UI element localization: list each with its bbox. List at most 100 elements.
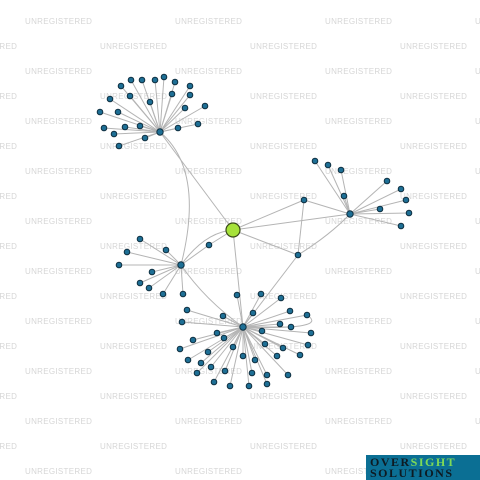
watermark-text: UNREGISTERED	[400, 292, 467, 301]
graph-node	[251, 356, 259, 364]
graph-node	[324, 161, 332, 169]
watermark-text: UNREGISTERED	[325, 417, 392, 426]
graph-node	[226, 382, 234, 390]
watermark-text: UNREGISTERED	[100, 92, 167, 101]
graph-edge	[159, 94, 191, 133]
graph-node	[110, 130, 118, 138]
graph-node	[405, 209, 413, 217]
watermark-text: UNREGISTERED	[400, 192, 467, 201]
graph-node	[126, 92, 134, 100]
graph-node	[123, 248, 131, 256]
graph-edge	[117, 111, 161, 133]
graph-node	[276, 320, 284, 328]
graph-node	[181, 104, 189, 112]
watermark-text: UNREGISTERED	[250, 192, 317, 201]
watermark-text: UNREGISTERED	[175, 167, 242, 176]
center-node	[225, 222, 241, 238]
watermark-text: UNREGISTERED	[0, 292, 17, 301]
graph-node	[220, 334, 228, 342]
watermark-text: UNREGISTERED	[250, 42, 317, 51]
graph-node	[183, 306, 191, 314]
graph-node	[239, 323, 247, 331]
watermark-text: UNREGISTERED	[400, 142, 467, 151]
graph-edge	[232, 229, 244, 328]
graph-edge	[148, 264, 182, 289]
watermark-text: UNREGISTERED	[25, 317, 92, 326]
watermark-text: UNREGISTERED	[325, 17, 392, 26]
graph-node	[193, 369, 201, 377]
watermark-text: UNREGISTERED	[0, 92, 17, 101]
graph-node	[287, 323, 295, 331]
watermark-text: UNREGISTERED	[475, 167, 480, 176]
graph-node	[171, 78, 179, 86]
graph-edge	[232, 229, 299, 256]
graph-edge	[159, 105, 206, 133]
graph-node	[249, 309, 257, 317]
graph-node	[100, 124, 108, 132]
graph-edge	[159, 93, 173, 133]
watermark-text: UNREGISTERED	[175, 267, 242, 276]
watermark-text: UNREGISTERED	[175, 467, 242, 476]
watermark-text: UNREGISTERED	[475, 17, 480, 26]
graph-edge	[149, 101, 161, 133]
graph-edge	[242, 254, 299, 328]
logo-over-text: OVER	[370, 455, 411, 469]
graph-edge	[130, 79, 161, 133]
graph-node	[258, 327, 266, 335]
graph-node	[184, 356, 192, 364]
watermark-text: UNREGISTERED	[250, 392, 317, 401]
graph-edge	[327, 164, 351, 215]
graph-edge	[242, 314, 308, 328]
graph-edge	[297, 213, 351, 256]
watermark-text: UNREGISTERED	[475, 267, 480, 276]
graph-node	[176, 345, 184, 353]
graph-node	[300, 196, 308, 204]
watermark-text: UNREGISTERED	[325, 467, 392, 476]
graph-edge	[180, 264, 184, 295]
watermark-text: UNREGISTERED	[400, 392, 467, 401]
graph-edge	[151, 264, 182, 273]
graph-edge	[229, 326, 244, 387]
watermark-text: UNREGISTERED	[325, 217, 392, 226]
watermark-text: UNREGISTERED	[100, 342, 167, 351]
graph-node	[397, 185, 405, 193]
graph-node	[136, 235, 144, 243]
graph-node	[277, 294, 285, 302]
graph-edge	[196, 326, 244, 374]
graph-node	[148, 268, 156, 276]
watermark-text: UNREGISTERED	[0, 242, 17, 251]
graph-edge	[349, 213, 402, 227]
watermark-text: UNREGISTERED	[25, 167, 92, 176]
graph-node	[261, 340, 269, 348]
graph-edge	[297, 199, 305, 256]
graph-node	[115, 142, 123, 150]
graph-node	[168, 90, 176, 98]
graph-node	[146, 98, 154, 106]
watermark-text: UNREGISTERED	[175, 417, 242, 426]
watermark-text: UNREGISTERED	[25, 67, 92, 76]
graph-edge	[118, 131, 161, 147]
graph-node	[106, 95, 114, 103]
watermark-text: UNREGISTERED	[175, 17, 242, 26]
graph-node	[201, 102, 209, 110]
graph-node	[296, 351, 304, 359]
graph-edge	[349, 208, 381, 215]
graph-node	[263, 380, 271, 388]
graph-node	[376, 205, 384, 213]
graph-node	[304, 341, 312, 349]
watermark-text: UNREGISTERED	[0, 342, 17, 351]
watermark-text: UNREGISTERED	[325, 67, 392, 76]
graph-edge	[103, 127, 161, 133]
graph-edge	[349, 212, 410, 215]
graph-edge	[242, 326, 268, 385]
watermark-text: UNREGISTERED	[0, 442, 17, 451]
watermark-text: UNREGISTERED	[100, 392, 167, 401]
logo-line-1: OVERSIGHT	[370, 456, 456, 468]
graph-edge	[242, 326, 309, 346]
watermark-text: UNREGISTERED	[100, 42, 167, 51]
graph-edge	[242, 326, 301, 356]
graph-node	[279, 344, 287, 352]
graph-edge	[186, 309, 244, 328]
graph-edge	[349, 188, 402, 215]
graph-edge	[139, 264, 182, 284]
